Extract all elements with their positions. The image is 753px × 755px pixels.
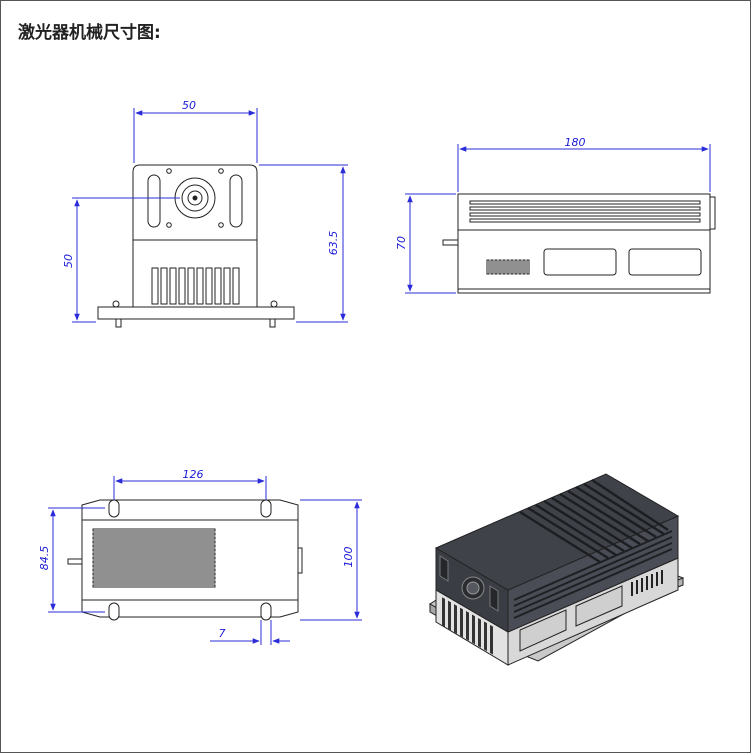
top-body: [81, 519, 299, 601]
side-height-label: 70: [395, 236, 408, 250]
top-total-width-label: 100: [342, 547, 355, 568]
side-top-vents: [469, 200, 701, 223]
top-fiber-stub: [67, 558, 83, 565]
side-base: [457, 288, 711, 294]
top-view: 126 84.5 100 7: [38, 468, 362, 645]
front-base-plate: [97, 306, 295, 320]
side-rear-tab: [709, 196, 716, 230]
page-title: 激光器机械尺寸图:: [18, 23, 161, 43]
front-slot-right: [229, 174, 243, 228]
top-slot-3: [108, 602, 120, 621]
front-foot-right: [269, 318, 276, 328]
side-fiber-stub: [442, 239, 459, 246]
front-slot-left: [147, 174, 161, 228]
iso-front-fins: [442, 597, 493, 655]
front-width-label: 50: [182, 99, 196, 112]
side-view: 180 70: [395, 136, 716, 294]
iso-top-vents: [519, 478, 669, 564]
iso-side-small-vents: [631, 570, 663, 596]
front-center-height-label: 50: [62, 254, 75, 268]
top-mount-width-label: 84.5: [38, 546, 51, 571]
side-panel-left: [543, 248, 617, 276]
front-heatsink-fins: [151, 267, 240, 305]
front-screw-left: [112, 300, 120, 308]
top-vents: [92, 528, 216, 588]
front-screw-right: [270, 300, 278, 308]
isometric-view: [429, 473, 685, 666]
front-total-height-label: 63.5: [327, 231, 340, 256]
iso-side-vents: [513, 530, 673, 619]
side-length-label: 180: [565, 136, 586, 149]
top-slot-2: [260, 499, 272, 518]
top-mount-spacing-label: 126: [183, 468, 204, 481]
front-connector-core: [192, 195, 198, 201]
side-panel-right: [628, 248, 702, 276]
side-small-vents: [486, 259, 530, 275]
top-slot-4: [260, 602, 272, 621]
iso-top: [434, 473, 680, 591]
top-slot-label: 7: [219, 627, 226, 640]
front-view: 50 50 63.5: [62, 99, 348, 328]
top-slot-1: [108, 499, 120, 518]
front-foot-left: [115, 318, 122, 328]
